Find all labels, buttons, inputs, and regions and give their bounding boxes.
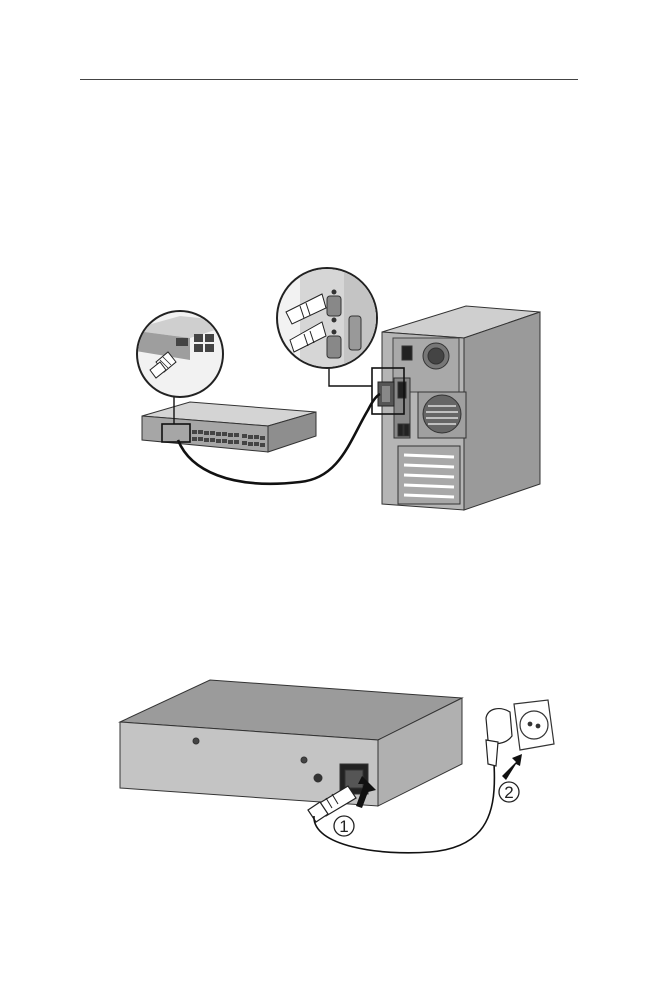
svg-text:2: 2 (504, 783, 513, 802)
switch-rear (120, 680, 462, 806)
wall-plug-icon (486, 709, 512, 766)
arrow-icon (502, 754, 522, 780)
step-label-1: 1 (334, 816, 354, 836)
step-label-2: 2 (499, 782, 519, 802)
wall-socket-icon (514, 700, 554, 750)
svg-text:1: 1 (339, 817, 348, 836)
